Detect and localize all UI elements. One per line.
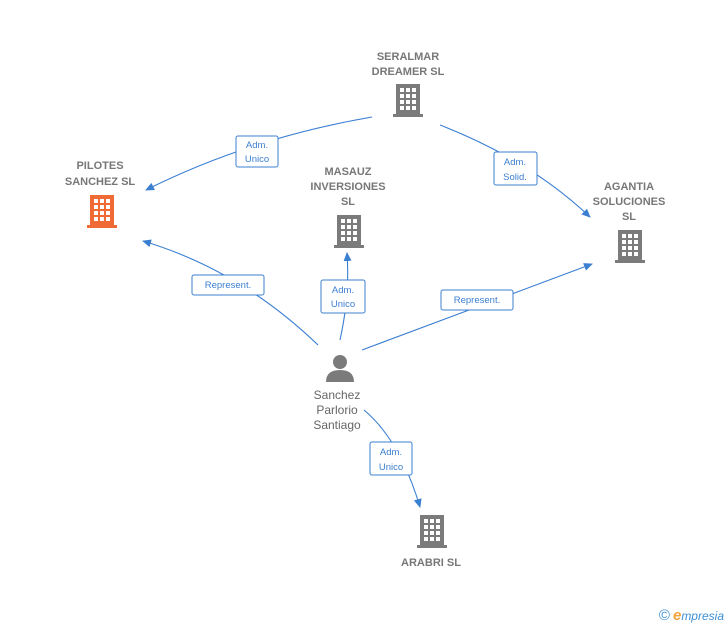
building-icon [393, 84, 423, 117]
edge-label-line2: Solid. [503, 172, 527, 183]
company-name-line1: PILOTES [76, 160, 123, 172]
building-icon [334, 215, 364, 248]
person-name-line3: Santiago [313, 418, 361, 432]
edge-label-line1: Adm. [380, 447, 402, 458]
copyright-icon: © [658, 607, 670, 624]
company-name-line2: INVERSIONES [310, 181, 385, 193]
edge-label-line2: Unico [331, 299, 355, 310]
building-icon [615, 230, 645, 263]
company-node-arabri[interactable]: ARABRI SL [401, 515, 461, 569]
company-name-line1: AGANTIA [604, 181, 654, 193]
edge-label-person-pilotes: Represent. [191, 274, 265, 296]
company-name-line2: SOLUCIONES [593, 196, 666, 208]
person-name-line2: Parlorio [316, 403, 358, 417]
brand-name: mpresia [681, 609, 724, 623]
edge-label-person-masauz: Adm. Unico [320, 279, 366, 314]
copyright-footer: © empresia [659, 607, 724, 624]
company-name-line3: SL [622, 211, 636, 223]
person-icon [326, 355, 354, 382]
company-node-seralmar[interactable]: SERALMAR DREAMER SL [372, 51, 445, 117]
brand-logo[interactable]: empresia [673, 607, 724, 624]
edge-label-seralmar-pilotes: Adm. Unico [235, 135, 279, 168]
edge-label-line1: Adm. [332, 285, 354, 296]
edge-label-line1: Adm. [246, 140, 268, 151]
edge-label-line1: Represent. [454, 295, 500, 306]
edge-label-seralmar-agantia: Adm. Solid. [493, 151, 538, 186]
edge-label-line1: Represent. [205, 280, 251, 291]
person-node-sanchez[interactable]: Sanchez Parlorio Santiago [313, 355, 361, 432]
company-node-agantia[interactable]: AGANTIA SOLUCIONES SL [593, 181, 666, 263]
company-name-line1: ARABRI SL [401, 557, 461, 569]
company-node-masauz[interactable]: MASAUZ INVERSIONES SL [310, 166, 386, 248]
company-name-line1: MASAUZ [324, 166, 371, 178]
edge-label-line2: Unico [245, 154, 269, 165]
edge-label-person-agantia: Represent. [440, 289, 514, 311]
person-name-line1: Sanchez [314, 388, 361, 402]
edge-label-line1: Adm. [504, 157, 526, 168]
building-icon [417, 515, 447, 548]
company-name-line1: SERALMAR [377, 51, 439, 63]
edge-label-line2: Unico [379, 462, 403, 473]
company-name-line3: SL [341, 196, 355, 208]
building-icon-highlighted [87, 195, 117, 228]
company-name-line2: SANCHEZ SL [65, 176, 136, 188]
edge-label-person-arabri: Adm. Unico [369, 441, 413, 476]
brand-initial: e [672, 607, 682, 624]
company-node-pilotes[interactable]: PILOTES SANCHEZ SL [65, 160, 136, 228]
company-name-line2: DREAMER SL [372, 66, 445, 78]
